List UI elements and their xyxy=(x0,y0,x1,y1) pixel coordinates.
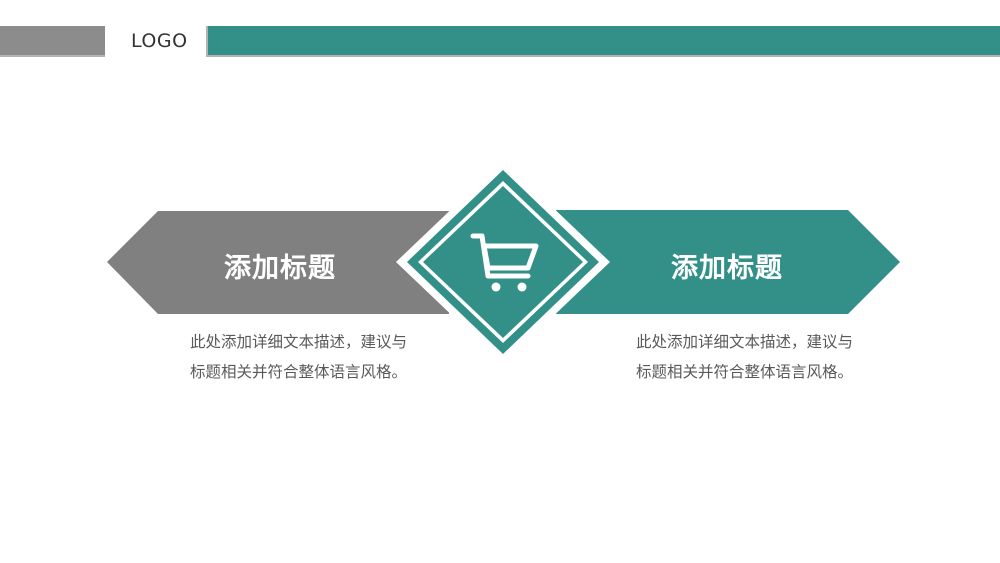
header-teal-bar-edge xyxy=(206,26,208,57)
right-card-title: 添加标题 xyxy=(671,253,783,284)
header-teal-bar xyxy=(208,26,1000,56)
right-arrow-banner xyxy=(556,210,900,314)
left-card-description: 此处添加详细文本描述，建议与标题相关并符合整体语言风格。 xyxy=(190,333,408,381)
shopping-cart-icon xyxy=(470,233,539,279)
logo-text: LOGO xyxy=(131,30,188,52)
cart-wheel-right xyxy=(517,282,527,292)
right-card-description: 此处添加详细文本描述，建议与标题相关并符合整体语言风格。 xyxy=(636,333,854,381)
left-arrow-banner xyxy=(107,211,449,314)
cart-wheel-left xyxy=(491,282,501,292)
header-gray-bar xyxy=(0,26,105,56)
left-card-title: 添加标题 xyxy=(224,253,336,284)
header-teal-bar-shadow xyxy=(208,55,1000,57)
header-gray-bar-shadow xyxy=(0,55,105,57)
center-diamond xyxy=(423,186,583,338)
